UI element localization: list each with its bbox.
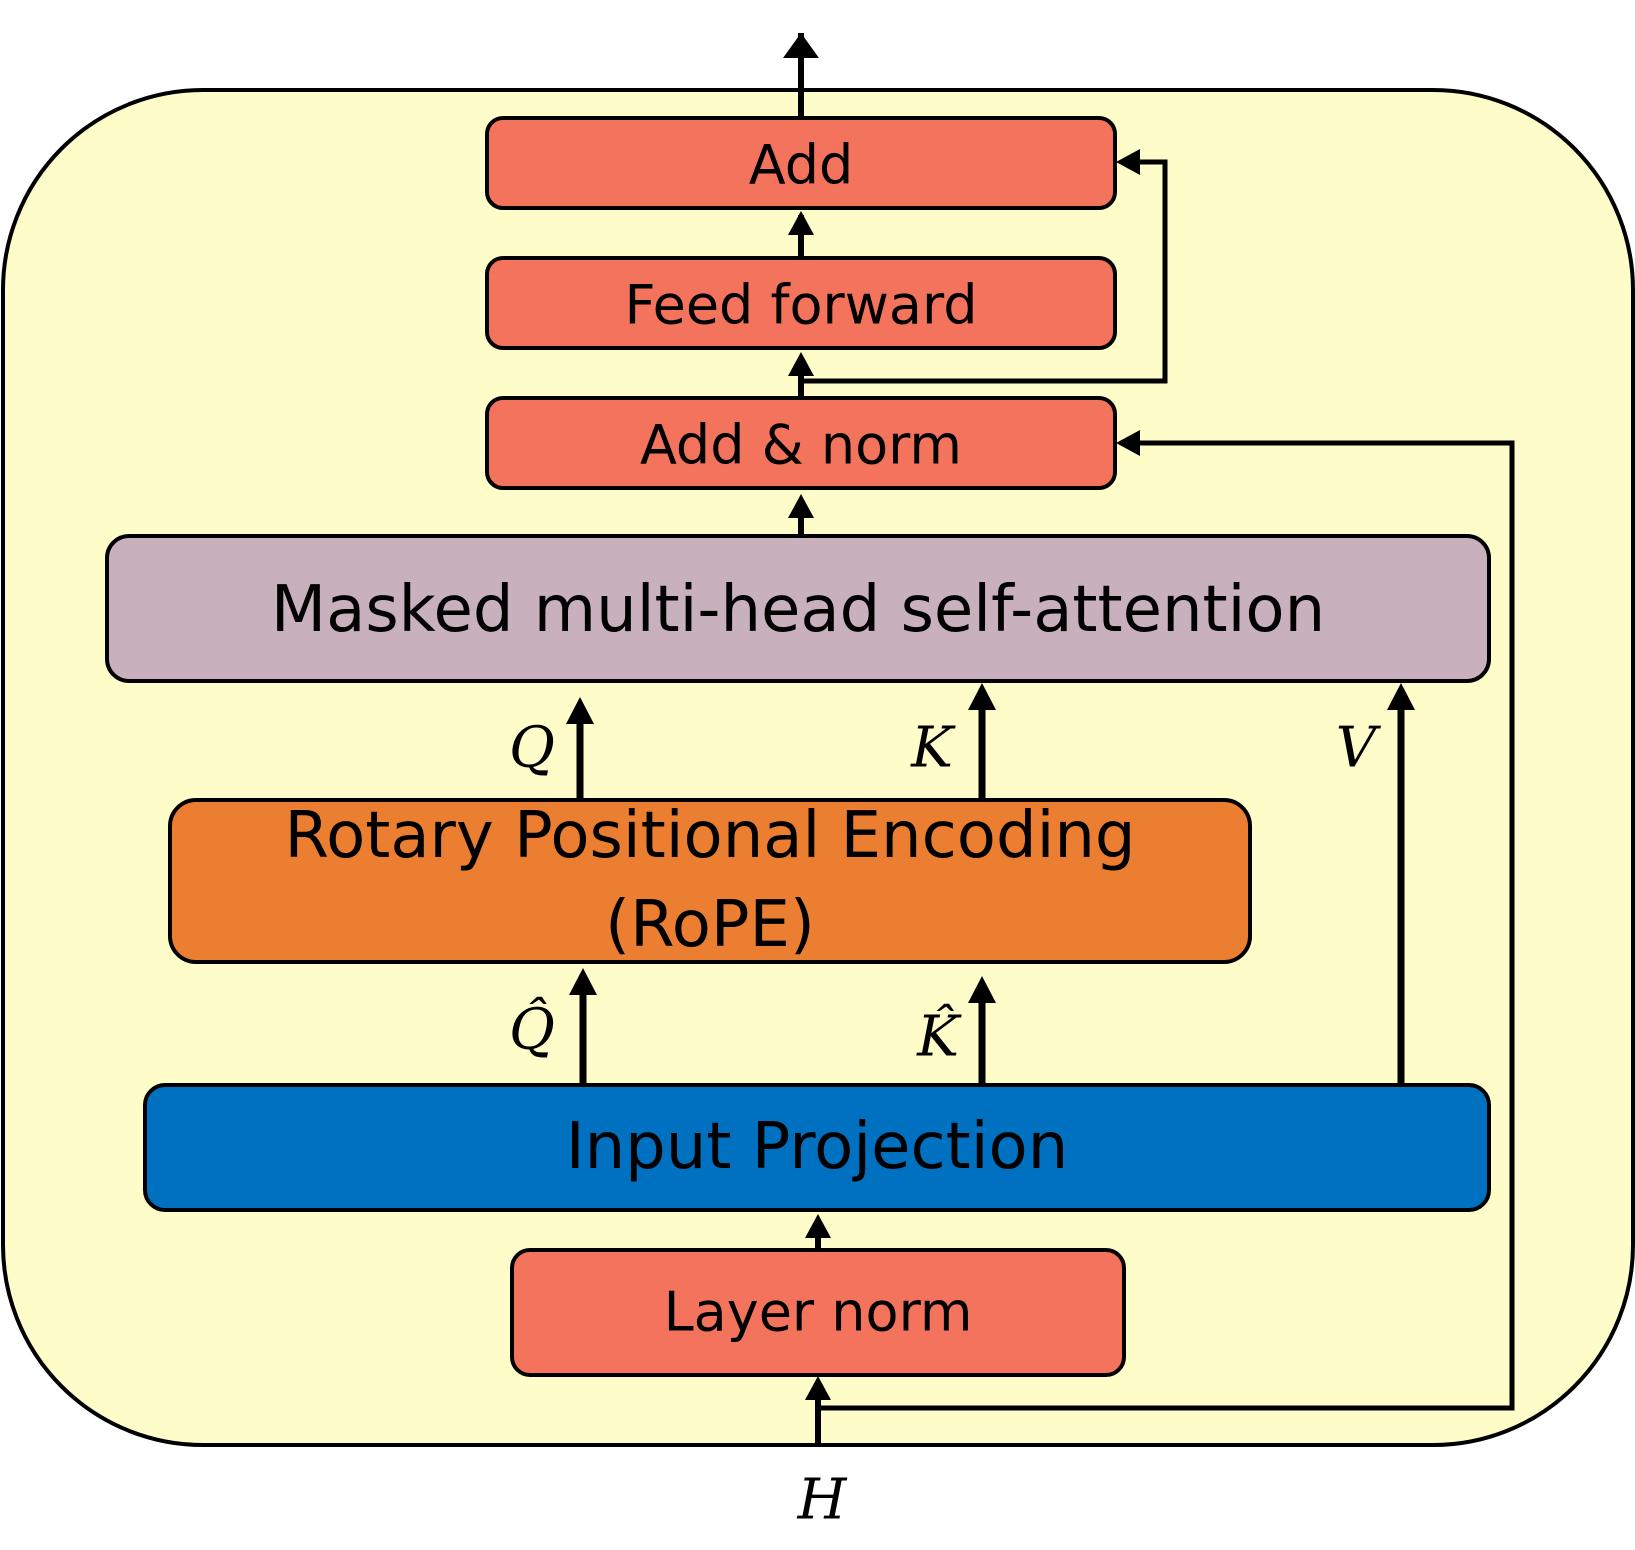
v-arrowhead xyxy=(1387,683,1415,710)
feed-forward-block xyxy=(485,256,1117,350)
add-block xyxy=(485,116,1117,210)
feed-forward-label: Feed forward xyxy=(624,274,977,337)
attention-label: Masked multi-head self-attention xyxy=(271,573,1325,647)
h-symbol: H xyxy=(797,1468,848,1533)
q-symbol: Q xyxy=(509,716,555,781)
layer-norm-label: Layer norm xyxy=(664,1281,973,1344)
layer-norm-block xyxy=(510,1248,1126,1377)
k-hat-arrowhead xyxy=(968,976,996,1003)
q-hat-symbol: Q̂ xyxy=(509,995,555,1062)
residual-connection-ff xyxy=(801,159,1168,384)
add-norm-block xyxy=(485,396,1117,490)
attention-block xyxy=(105,534,1491,683)
residual-attention-arrowhead xyxy=(1116,430,1140,456)
q-arrowhead xyxy=(566,697,594,724)
add-label: Add xyxy=(749,134,854,197)
q-hat-arrowhead xyxy=(569,968,597,995)
k-hat-symbol: K̂ xyxy=(916,1002,962,1069)
input-projection-label: Input Projection xyxy=(566,1110,1069,1184)
residual-connection-attention xyxy=(818,440,1515,1411)
ff-to-add-arrowhead xyxy=(788,211,814,235)
rope-block xyxy=(168,798,1252,964)
residual-ff-arrowhead xyxy=(1116,149,1140,175)
k-symbol: K xyxy=(910,716,956,781)
add-norm-label: Add & norm xyxy=(640,414,962,477)
rope-label-line1: Rotary Positional Encoding xyxy=(284,799,1135,873)
attention-to-addnorm-arrowhead xyxy=(788,494,814,518)
addnorm-to-ff-arrowhead xyxy=(788,352,814,376)
output-arrowhead xyxy=(783,33,819,58)
input-projection-block xyxy=(143,1083,1491,1212)
rope-label-line2: (RoPE) xyxy=(605,888,815,962)
layernorm-to-projection-arrowhead xyxy=(805,1214,831,1238)
v-symbol: V xyxy=(1336,716,1382,781)
input-arrowhead xyxy=(805,1376,831,1400)
k-arrowhead xyxy=(968,683,996,710)
